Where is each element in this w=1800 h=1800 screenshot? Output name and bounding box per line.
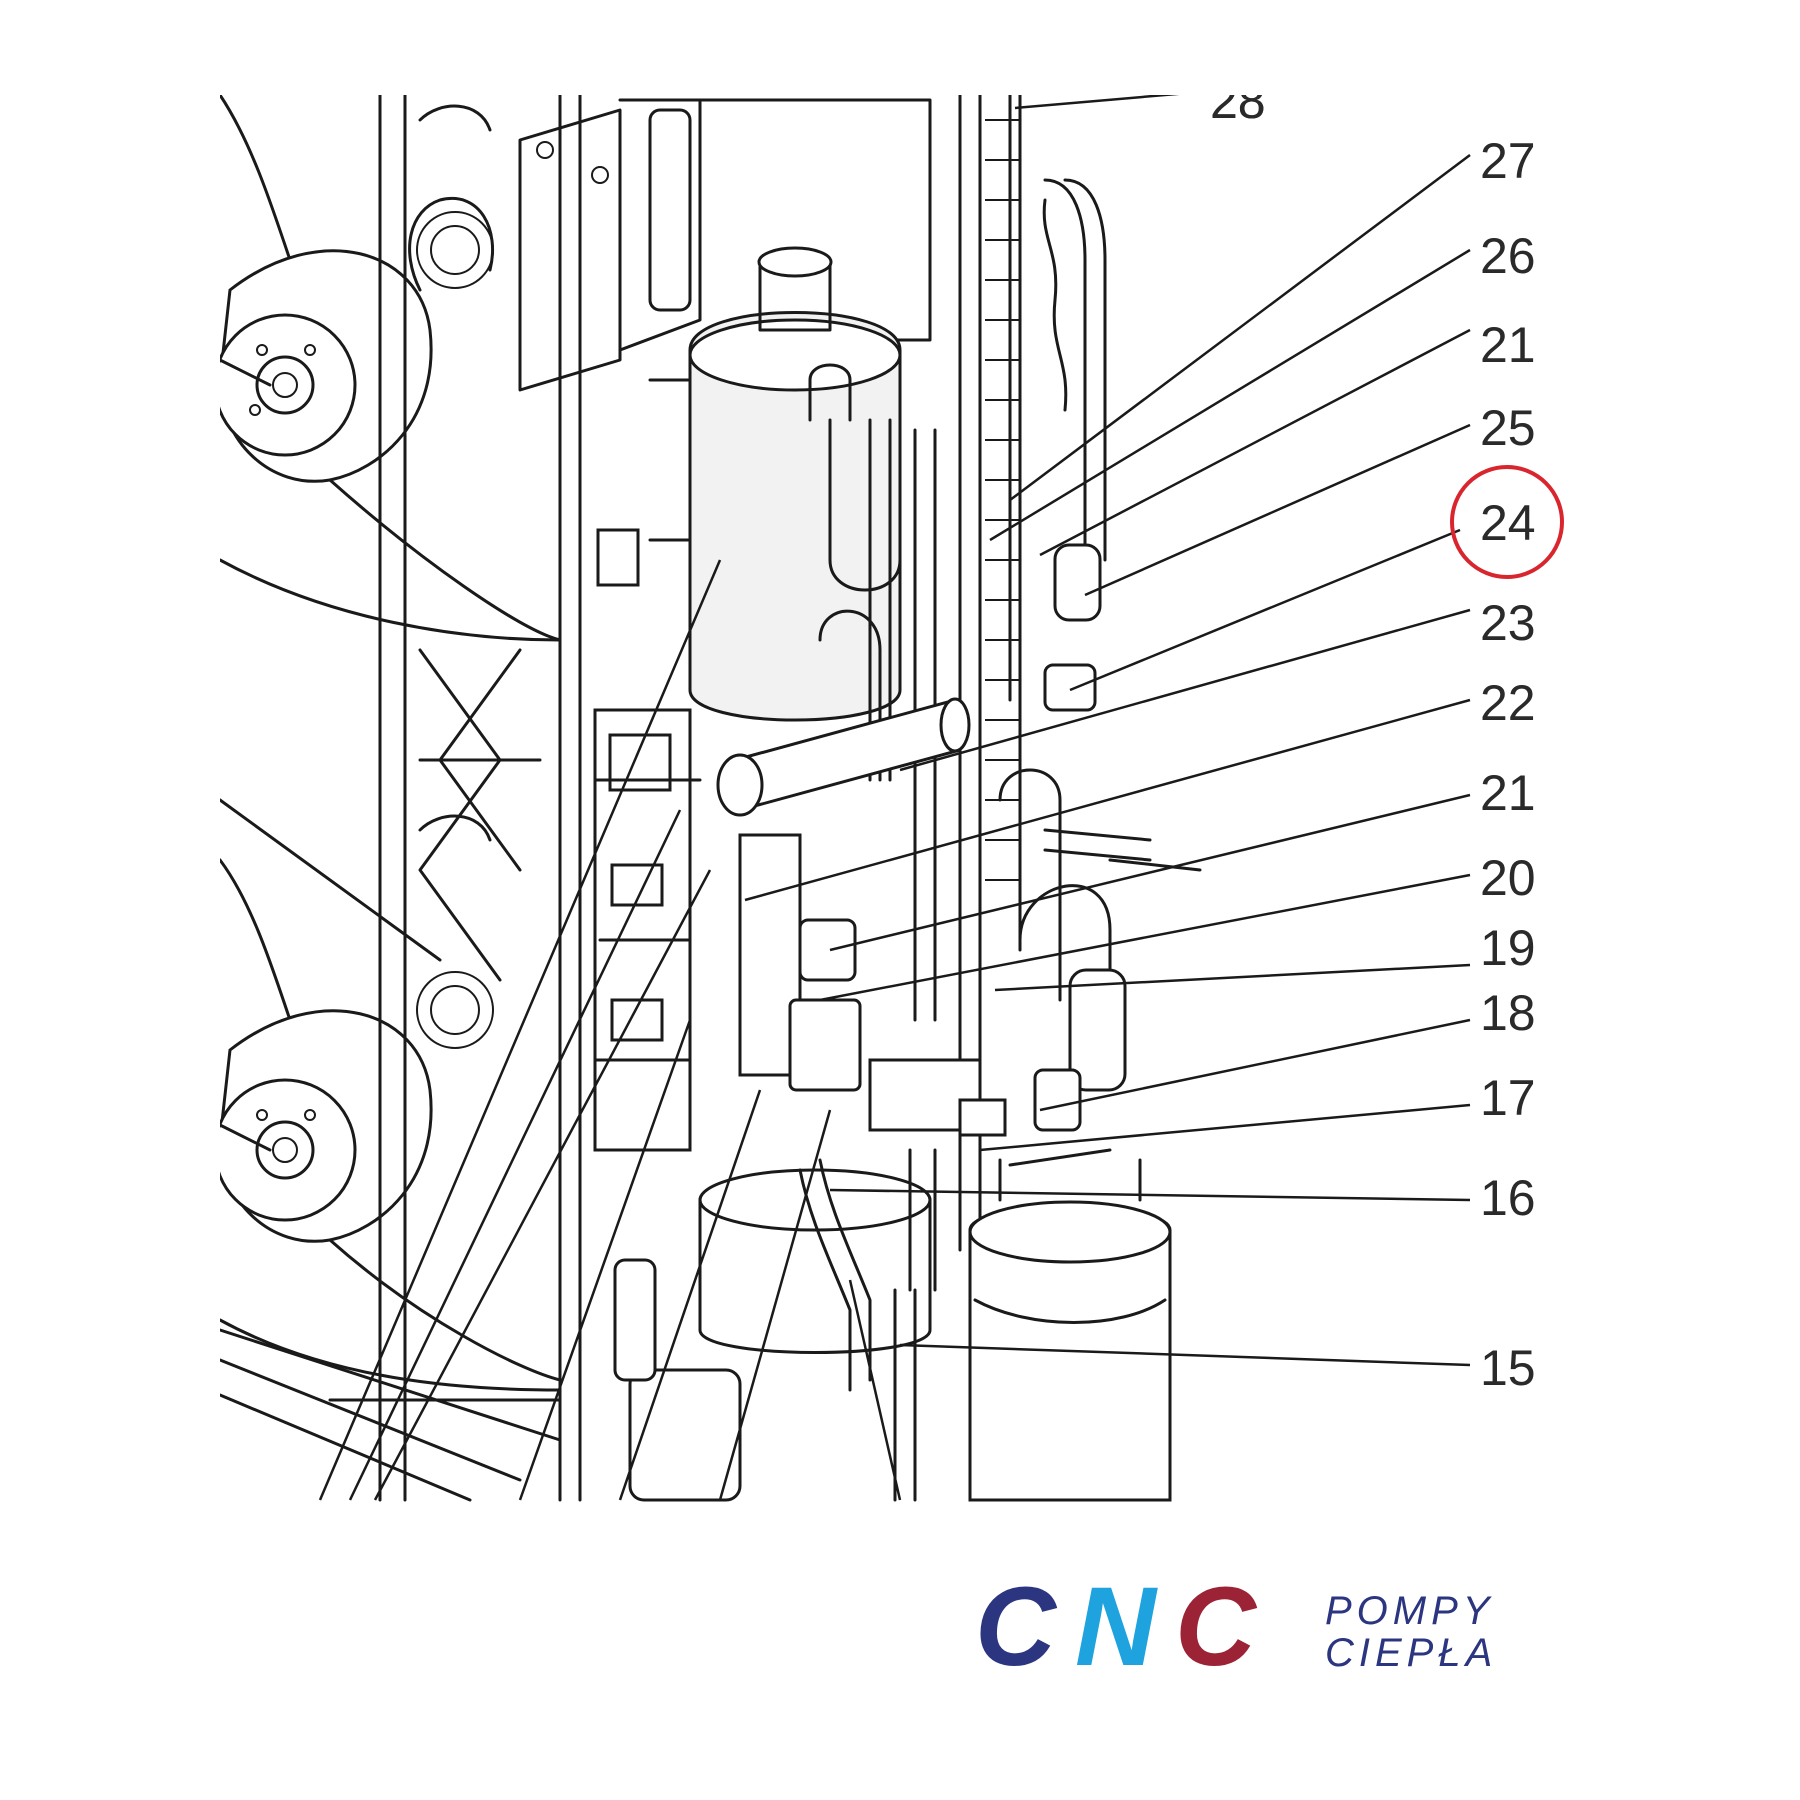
highlight-circle — [1450, 465, 1564, 579]
callout-label-21-upper: 21 — [1480, 317, 1536, 373]
accumulator — [968, 1158, 1172, 1502]
partition-panel — [518, 93, 932, 1502]
callout-23: 23 — [899, 595, 1536, 772]
callout-16: 16 — [829, 1170, 1536, 1226]
logo-line-ciepla: CIEPŁA — [1325, 1631, 1498, 1675]
logo-wordmark: POMPY CIEPŁA — [1325, 1590, 1497, 1674]
callout-18: 18 — [1039, 985, 1536, 1112]
callout-label-15: 15 — [1480, 1340, 1536, 1396]
callout-21-upper: 21 — [1039, 317, 1536, 557]
callout-label-27: 27 — [1480, 133, 1536, 189]
callout-26: 26 — [989, 228, 1536, 542]
receiver-and-filters — [716, 543, 1202, 1167]
callout-label-18: 18 — [1480, 985, 1536, 1041]
base-tray — [218, 1328, 562, 1502]
callout-27: 27 — [1009, 133, 1536, 501]
callout-label-28-clipped: 28 — [1210, 73, 1266, 129]
callout-19: 19 — [994, 920, 1536, 992]
callout-25: 25 — [1084, 400, 1536, 597]
callout-label-17: 17 — [1480, 1070, 1536, 1126]
refrigerant-piping — [798, 93, 1152, 1502]
callout-label-16: 16 — [1480, 1170, 1536, 1226]
callout-20: 20 — [819, 850, 1536, 1002]
callout-label-26: 26 — [1480, 228, 1536, 284]
callout-24: 24 — [1069, 465, 1564, 692]
cnc-logo-mark: C N C — [975, 1580, 1258, 1680]
callout-label-25: 25 — [1480, 400, 1536, 456]
logo-letter-c-right: C — [1175, 1580, 1258, 1680]
logo-line-pompy: POMPY — [1325, 1589, 1495, 1633]
lower-fan-assembly — [213, 798, 562, 1392]
compressor-lower — [613, 1168, 932, 1502]
compressor-upper-shell — [688, 246, 902, 722]
callout-15: 15 — [899, 1340, 1536, 1396]
callout-17: 17 — [979, 1070, 1536, 1152]
callout-label-21-lower: 21 — [1480, 765, 1536, 821]
bottom-leader-lines — [318, 559, 902, 1501]
callout-22: 22 — [744, 675, 1536, 902]
callout-label-19: 19 — [1480, 920, 1536, 976]
callout-21-lower: 21 — [829, 765, 1536, 952]
callout-label-22: 22 — [1480, 675, 1536, 731]
upper-fan-assembly — [213, 93, 562, 642]
motor-bracket-frame — [378, 93, 542, 1502]
callout-label-20: 20 — [1480, 850, 1536, 906]
logo-letter-c-left: C — [975, 1580, 1058, 1680]
callout-label-23: 23 — [1480, 595, 1536, 651]
callout-label-24: 24 — [1480, 495, 1536, 551]
logo-letter-n: N — [1075, 1580, 1158, 1680]
